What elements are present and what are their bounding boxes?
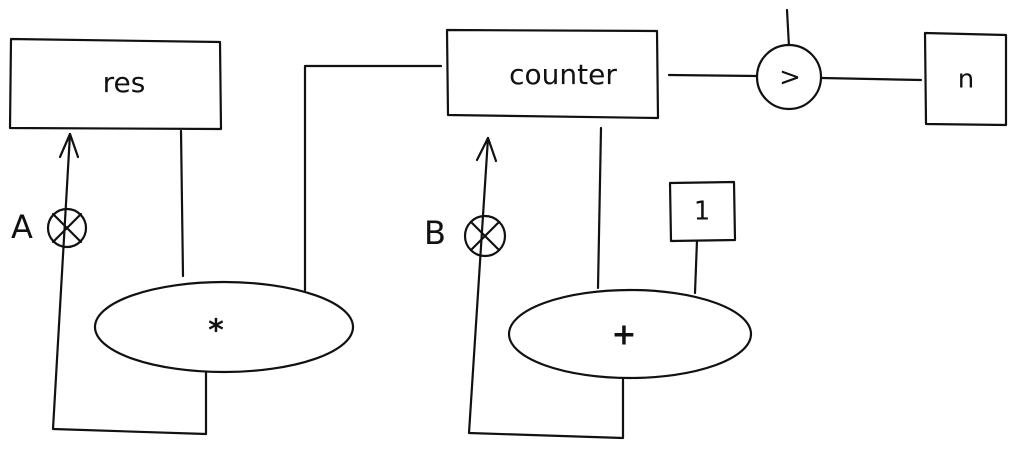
counter-box — [445, 28, 660, 120]
compare-symbol: > — [779, 63, 801, 93]
wire-one-to-add — [693, 238, 699, 295]
compare-operator: > — [755, 43, 823, 111]
res-label: res — [103, 66, 146, 99]
n-box — [923, 31, 1008, 127]
add-symbol: + — [611, 318, 636, 353]
gate-a: A — [11, 207, 88, 249]
gate-b-circle — [463, 214, 507, 258]
gate-a-circle — [46, 207, 88, 249]
n-label: n — [958, 65, 974, 95]
wire-add-feedback — [467, 136, 625, 440]
gate-a-label: A — [11, 208, 33, 246]
n-register: n — [923, 31, 1008, 127]
arrow-into-counter — [475, 136, 498, 163]
wires — [51, 8, 923, 440]
counter-register: counter — [445, 28, 660, 120]
wire-compare-output — [785, 8, 791, 49]
wire-multiply-to-counter — [303, 64, 443, 292]
gate-a-cross-icon — [51, 212, 83, 244]
wire-counter-to-compare — [667, 73, 759, 78]
res-register: res — [8, 37, 223, 131]
counter-label: counter — [509, 58, 617, 91]
multiply-symbol: * — [208, 314, 224, 349]
constant-one-label: 1 — [694, 197, 711, 227]
wire-compare-to-n — [820, 76, 923, 82]
wire-counter-to-add — [596, 126, 603, 290]
wire-multiply-feedback — [51, 132, 208, 436]
compare-circle — [755, 43, 823, 111]
constant-one: 1 — [668, 180, 737, 243]
res-box — [8, 37, 223, 131]
multiply-ellipse — [93, 280, 355, 374]
constant-one-box — [668, 180, 737, 243]
add-operator: + — [507, 288, 753, 380]
add-ellipse — [507, 288, 753, 380]
wire-res-to-multiply — [179, 129, 185, 278]
gate-b-cross-icon — [469, 220, 501, 252]
arrow-into-res — [58, 132, 80, 159]
gate-b: B — [424, 214, 507, 258]
multiply-operator: * — [93, 280, 355, 374]
gate-b-label: B — [424, 214, 446, 252]
